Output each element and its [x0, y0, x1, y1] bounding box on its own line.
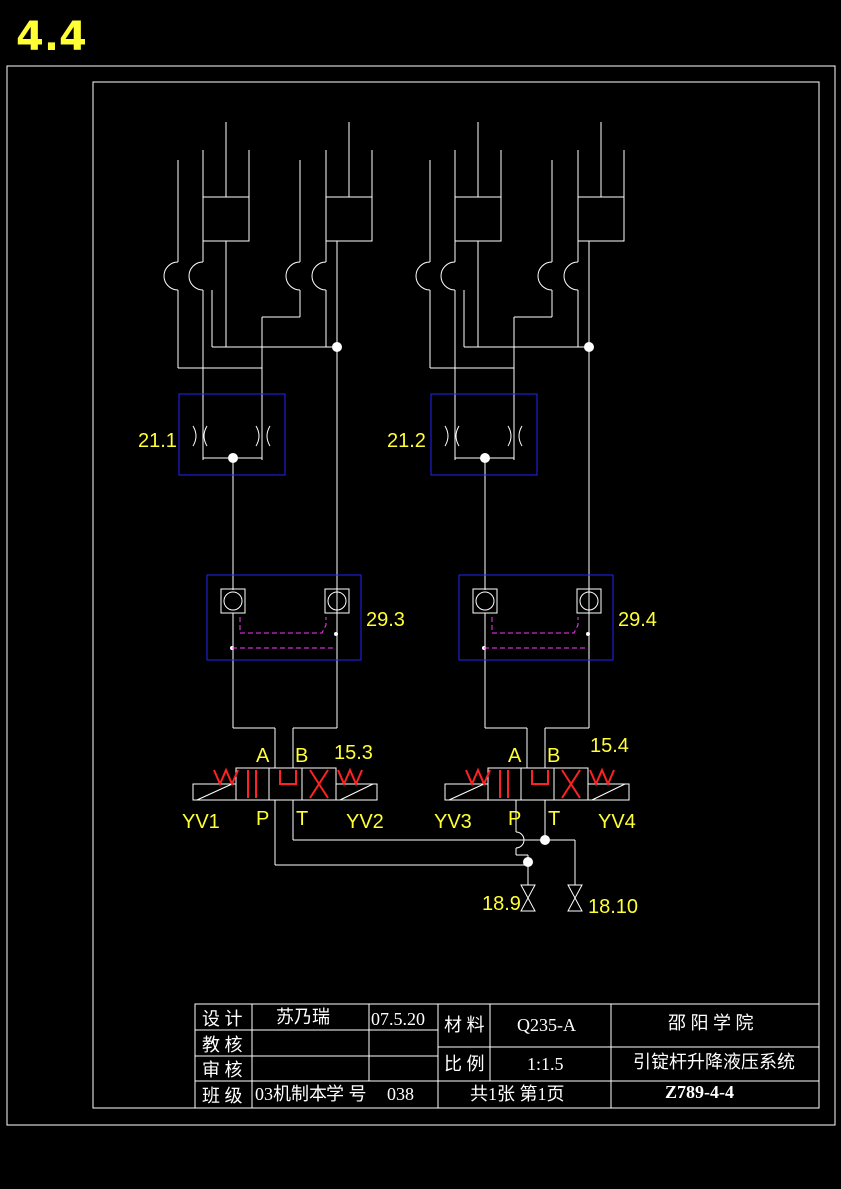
tb-student-no-label: 学 号: [326, 1084, 367, 1104]
accumulator-block-21-1: [178, 393, 286, 476]
label-supply-valve-1: 18.9: [482, 893, 521, 915]
port-b-2: B: [547, 745, 560, 767]
tb-school: 邵 阳 学 院: [668, 1013, 754, 1033]
label-check-block-2: 29.4: [618, 609, 657, 631]
left-circuit: [163, 122, 575, 866]
tb-design-label: 设 计: [202, 1009, 243, 1029]
label-valve-2: 15.4: [590, 735, 629, 757]
tb-designer: 苏乃瑞: [276, 1007, 330, 1027]
tb-class-label: 班 级: [202, 1086, 243, 1106]
label-check-block-1: 29.3: [366, 609, 405, 631]
tb-material-label: 材 料: [444, 1015, 485, 1035]
cylinder-2: [261, 122, 373, 460]
solenoid-yv4: YV4: [598, 811, 636, 833]
tb-material: Q235-A: [517, 1015, 576, 1035]
tb-drawing-no: Z789-4-4: [665, 1082, 734, 1102]
page-number: 4.4: [16, 14, 87, 60]
solenoid-yv2: YV2: [346, 811, 384, 833]
component-outlines: [178, 393, 614, 661]
label-accumulator-1: 21.1: [138, 430, 177, 452]
tb-scale-label: 比 例: [444, 1054, 485, 1074]
junctions: [228, 342, 594, 867]
outer-frame: [6, 65, 836, 1126]
label-supply-valve-2: 18.10: [588, 896, 638, 918]
pilot-lines: [232, 617, 588, 649]
tb-date: 07.5.20: [371, 1009, 425, 1029]
solenoid-yv1: YV1: [182, 811, 220, 833]
check-block-29-3: [206, 574, 362, 661]
tb-student-no: 038: [387, 1084, 414, 1104]
label-valve-1: 15.3: [334, 742, 373, 764]
port-p-1: P: [256, 808, 269, 830]
tb-scale: 1:1.5: [527, 1054, 564, 1074]
title-block: [194, 1003, 820, 1109]
tb-class-value: 03机制本: [255, 1084, 327, 1104]
port-b-1: B: [295, 745, 308, 767]
check-block-29-4: [458, 574, 614, 661]
tb-drawing-title: 引锭杆升降液压系统: [633, 1052, 795, 1072]
port-p-2: P: [508, 808, 521, 830]
solenoid-yv3: YV3: [434, 811, 472, 833]
right-circuit: [415, 122, 630, 912]
tb-review-label: 审 核: [202, 1060, 243, 1080]
accumulator-block-21-2: [430, 393, 538, 476]
cylinder-3: [415, 122, 514, 460]
port-a-2: A: [508, 745, 522, 767]
valve-marks: [213, 767, 615, 799]
tb-sheets: 共1张 第1页: [470, 1084, 565, 1104]
label-accumulator-2: 21.2: [387, 430, 426, 452]
port-t-2: T: [548, 808, 560, 830]
tb-teacher-label: 教 核: [202, 1035, 243, 1055]
port-a-1: A: [256, 745, 270, 767]
port-t-1: T: [296, 808, 308, 830]
cylinder-4: [513, 122, 625, 460]
